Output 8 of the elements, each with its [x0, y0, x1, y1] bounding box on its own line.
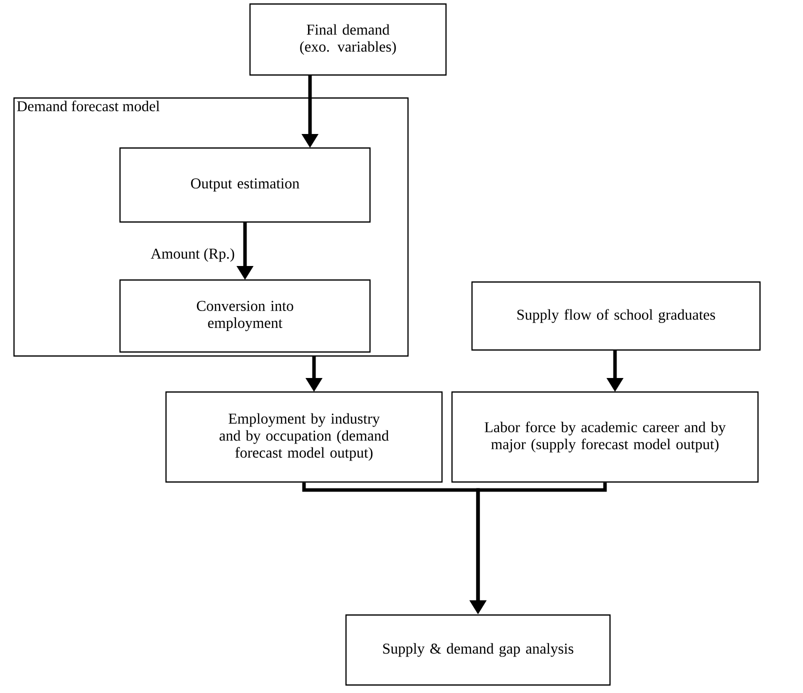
edge-label: Amount (Rp.) [148, 246, 237, 264]
process-box: Supply & demand gap analysis [345, 614, 611, 686]
process-box: Final demand (exo. variables) [249, 3, 447, 76]
process-box: Labor force by academic career and by major (supply forecast model output) [451, 391, 759, 483]
process-box: Supply flow of school graduates [471, 281, 761, 351]
process-box: Output estimation [119, 147, 371, 223]
process-box: Employment by industry and by occupation (demand forecast model output) [165, 391, 443, 483]
process-box: Conversion into employment [119, 279, 371, 353]
